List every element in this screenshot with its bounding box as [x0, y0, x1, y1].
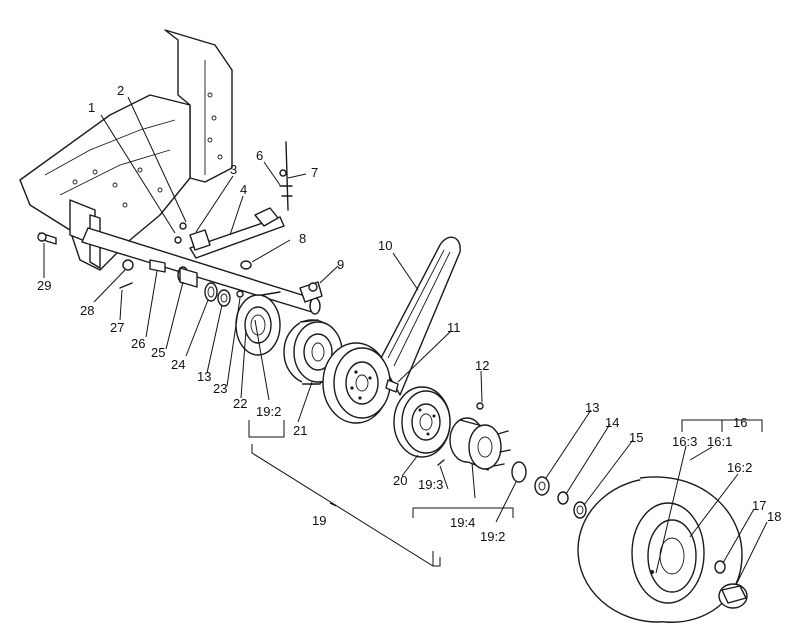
label-12: 12: [475, 358, 489, 373]
leader-lines: [43, 96, 768, 586]
axle-tube: [81, 227, 321, 315]
part-20-pulley: [385, 379, 451, 458]
label-19-4: 19:4: [450, 515, 475, 530]
label-6: 6: [256, 148, 263, 163]
callout-labels: 1 2 3 4 6 7 8 9 10 11 12 13 14 15 16 16:…: [37, 83, 781, 544]
label-19-2b: 19:2: [480, 529, 505, 544]
label-13a: 13: [585, 400, 599, 415]
part-19-2-cup: [511, 461, 527, 483]
part-19-4-hub: [437, 402, 511, 471]
label-16: 16: [733, 415, 747, 430]
label-19: 19: [312, 513, 326, 528]
label-2: 2: [117, 83, 124, 98]
label-14: 14: [605, 415, 619, 430]
label-13b: 13: [197, 369, 211, 384]
part-29-bolt: [37, 232, 57, 245]
label-29: 29: [37, 278, 51, 293]
label-4: 4: [240, 182, 247, 197]
label-22: 22: [233, 396, 247, 411]
label-7: 7: [311, 165, 318, 180]
label-11: 11: [447, 320, 461, 335]
label-18: 18: [767, 509, 781, 524]
label-27: 27: [110, 320, 124, 335]
idler-arm: [174, 141, 323, 303]
label-19-2a: 19:2: [256, 404, 281, 419]
part-16-wheel: [577, 476, 743, 623]
axle-components: [119, 259, 244, 307]
label-21: 21: [293, 423, 307, 438]
label-23: 23: [213, 381, 227, 396]
label-20: 20: [393, 473, 407, 488]
label-26: 26: [131, 336, 145, 351]
label-15: 15: [629, 430, 643, 445]
label-8: 8: [299, 231, 306, 246]
part-10-belt-pulley: [322, 236, 461, 424]
label-10: 10: [378, 238, 392, 253]
label-1: 1: [88, 100, 95, 115]
part-22-ring: [235, 291, 281, 356]
label-16-2: 16:2: [727, 460, 752, 475]
label-28: 28: [80, 303, 94, 318]
label-17: 17: [752, 498, 766, 513]
parts-17-18: [714, 560, 748, 609]
label-16-1: 16:1: [707, 434, 732, 449]
label-25: 25: [151, 345, 165, 360]
label-16-3: 16:3: [672, 434, 697, 449]
bearing-stack: [534, 476, 587, 519]
label-3: 3: [230, 162, 237, 177]
label-19-3: 19:3: [418, 477, 443, 492]
label-24: 24: [171, 357, 185, 372]
label-9: 9: [337, 257, 344, 272]
